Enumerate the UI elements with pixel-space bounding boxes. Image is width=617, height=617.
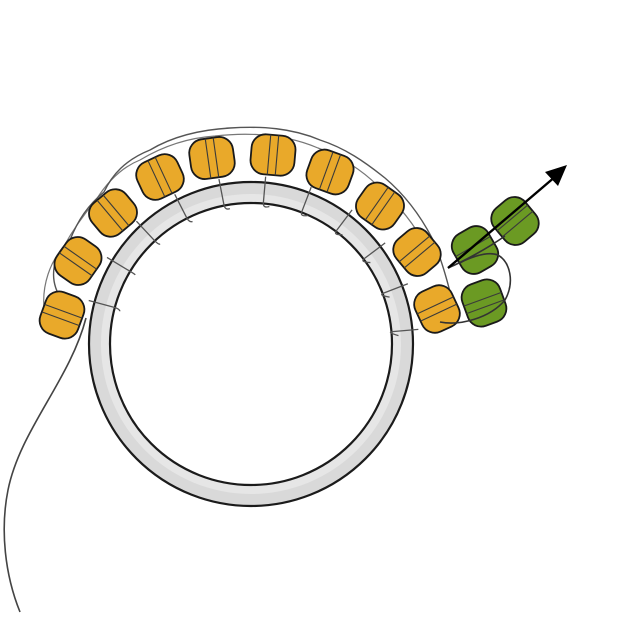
bead-thread: [318, 151, 334, 190]
stitch-loop: [218, 178, 231, 210]
bead-thread: [212, 137, 220, 178]
bead-thread: [102, 194, 130, 227]
bead-thread: [147, 160, 166, 198]
bead-thread: [371, 191, 396, 225]
bead-thread: [266, 134, 272, 175]
bead-thread: [274, 135, 280, 176]
gold-bead: [355, 181, 405, 231]
green-bead: [490, 196, 540, 246]
stitch-loop: [362, 242, 386, 264]
bead-thread: [416, 296, 454, 315]
stitch-loop: [174, 194, 193, 223]
gold-bead: [135, 153, 185, 201]
bead-thread: [501, 210, 534, 238]
stitch-loop: [135, 220, 161, 245]
gold-bead: [38, 290, 86, 340]
thread-tail: [3, 317, 87, 613]
stitch-loop: [88, 299, 121, 312]
bead-thread: [204, 138, 212, 179]
bead-thread: [496, 204, 529, 232]
gold-bead: [88, 188, 138, 238]
ring: [87, 180, 415, 508]
bead-thread: [41, 311, 80, 327]
bead-thread: [96, 199, 124, 232]
gold-bead: [305, 148, 355, 196]
bead-thread: [420, 303, 458, 322]
stitch-loop: [106, 256, 136, 276]
bead-thread: [463, 291, 502, 307]
gold-bead: [249, 133, 297, 177]
bead-thread: [364, 187, 389, 221]
bead-thread: [466, 299, 505, 315]
ring-stitches: [88, 176, 419, 337]
gold-bead: [188, 136, 236, 180]
stitch-loop: [262, 176, 270, 208]
bead-thread: [398, 235, 431, 263]
bead-thread: [63, 245, 97, 270]
gold-bead: [392, 227, 442, 277]
bead-thread: [403, 241, 436, 269]
arrow-up-right-icon: [447, 165, 567, 269]
gold-bead: [413, 284, 461, 334]
gold-bead: [53, 236, 103, 286]
bead-thread: [326, 154, 342, 193]
stitch-loop: [389, 328, 419, 337]
bead-thread: [44, 303, 83, 319]
stitch-loop: [300, 186, 312, 217]
bead-thread: [154, 156, 173, 194]
green-bead: [460, 278, 508, 328]
stitch-loop: [334, 209, 353, 236]
bead-thread: [59, 252, 93, 277]
stitch-loop: [381, 283, 409, 298]
thread-green-path: [439, 235, 512, 324]
